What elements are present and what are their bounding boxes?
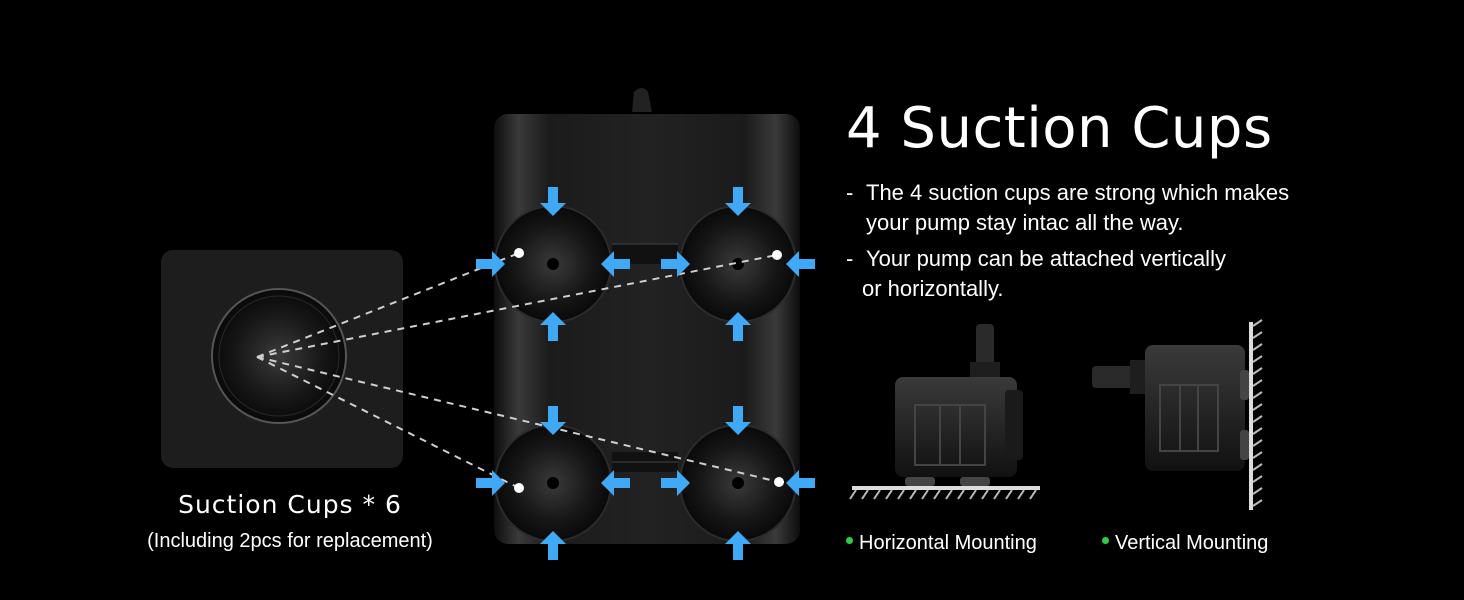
blue-arrow-icon <box>786 251 815 277</box>
blue-arrow-icon <box>725 312 751 341</box>
green-dot-icon <box>1102 537 1109 545</box>
cup-caption-title: Suction Cups * 6 <box>178 490 402 519</box>
feature-text: your pump stay intac all the way. <box>866 210 1184 235</box>
horizontal-mounting-label: Horizontal Mounting <box>846 532 1037 555</box>
blue-arrow-icon <box>476 470 505 496</box>
headline: 4 Suction Cups <box>846 96 1273 161</box>
blue-arrow-icon <box>601 251 630 277</box>
pointer-lines <box>256 252 780 489</box>
pointer-dots <box>514 248 784 493</box>
feature-list: - The 4 suction cups are strong which ma… <box>846 178 1386 310</box>
pump-cup-bottom-left <box>494 424 612 542</box>
blue-arrow-icon <box>725 187 751 216</box>
feature-item: - The 4 suction cups are strong which ma… <box>846 178 1386 238</box>
blue-arrow-group <box>476 187 815 560</box>
blue-arrow-icon <box>725 406 751 435</box>
horizontal-mounting-illustration <box>849 324 1040 500</box>
pump-cup-top-right <box>679 205 797 323</box>
blue-arrow-icon <box>786 470 815 496</box>
blue-arrow-icon <box>540 406 566 435</box>
blue-arrow-icon <box>476 251 505 277</box>
vertical-mounting-label: Vertical Mounting <box>1102 532 1268 555</box>
blue-arrow-icon <box>540 312 566 341</box>
suction-cup-icon <box>211 288 347 424</box>
pump-back-view <box>494 88 800 544</box>
vertical-mounting-illustration <box>1092 319 1263 510</box>
feature-text: or horizontally. <box>862 276 1004 301</box>
blue-arrow-icon <box>661 251 690 277</box>
feature-text: Your pump can be attached vertically <box>866 246 1226 271</box>
blue-arrow-icon <box>725 531 751 560</box>
blue-arrow-icon <box>661 470 690 496</box>
pump-cup-top-left <box>494 205 612 323</box>
cup-caption-subtitle: (Including 2pcs for replacement) <box>147 530 433 552</box>
blue-arrow-icon <box>540 187 566 216</box>
blue-arrow-icon <box>540 531 566 560</box>
feature-item: - Your pump can be attached vertically o… <box>846 244 1386 304</box>
suction-cup-panel <box>161 250 403 468</box>
blue-arrow-icon <box>601 470 630 496</box>
green-dot-icon <box>846 537 853 545</box>
feature-text: The 4 suction cups are strong which make… <box>866 180 1290 205</box>
